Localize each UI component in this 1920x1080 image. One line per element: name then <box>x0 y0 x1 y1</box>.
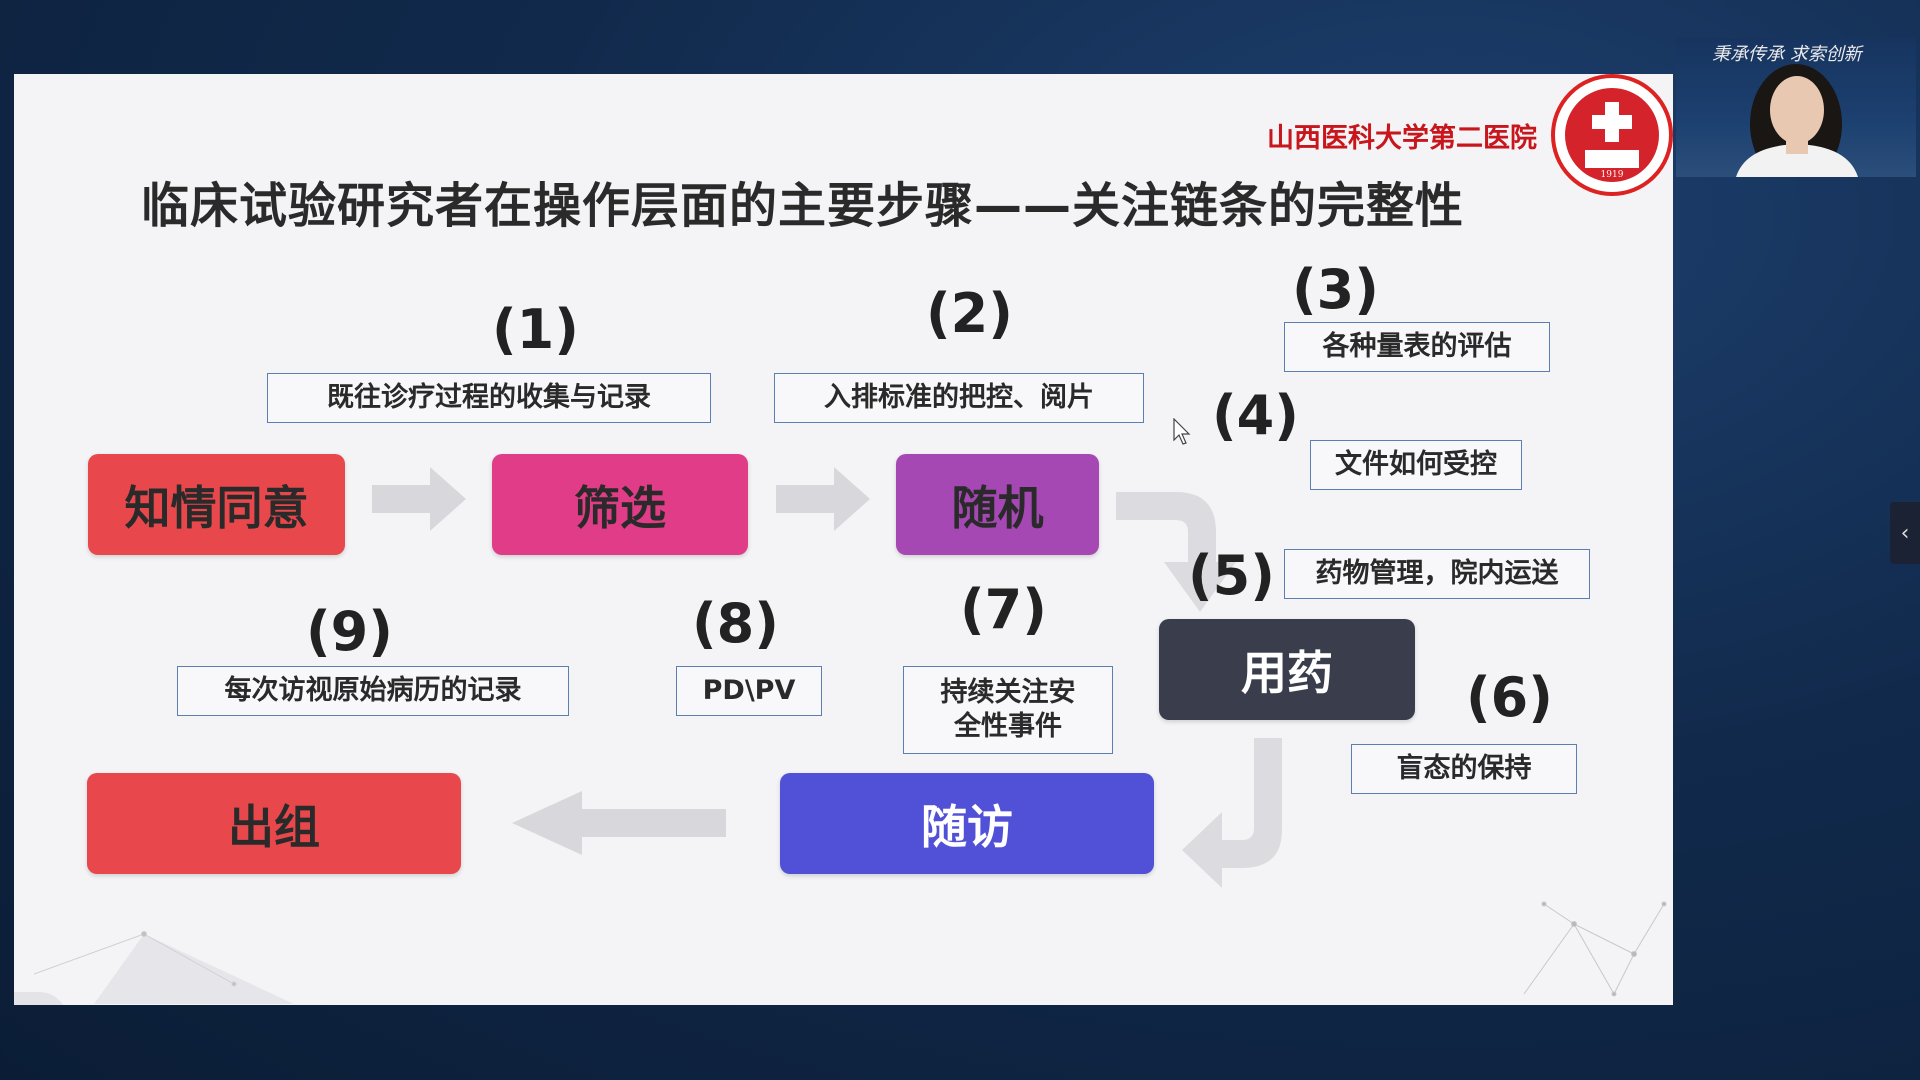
decorative-network-graphic <box>1523 901 1667 997</box>
step-label-line: 持续关注安 <box>940 677 1076 709</box>
step-label: PD\PV <box>676 666 822 716</box>
step-medication: 用药 <box>1159 619 1415 720</box>
step-number: (1) <box>492 298 579 361</box>
arrow-right-icon <box>372 467 466 531</box>
mouse-cursor-icon <box>1173 418 1191 445</box>
step-number: (3) <box>1292 258 1379 321</box>
box-label: 筛选 <box>574 480 666 535</box>
logo-year: 1919 <box>1600 170 1624 180</box>
arrow-right-icon <box>776 467 870 531</box>
step-exit: 出组 <box>87 773 461 874</box>
step-number: (6) <box>1466 666 1553 729</box>
step-label: 各种量表的评估 <box>1284 322 1550 372</box>
step-label: 每次访视原始病历的记录 <box>177 666 569 716</box>
presenter-avatar <box>1736 64 1858 177</box>
step-randomization: 随机 <box>896 454 1099 555</box>
step-number: (2) <box>926 282 1013 345</box>
step-label: 入排标准的把控、阅片 <box>774 373 1144 423</box>
step-label: 盲态的保持 <box>1351 744 1577 794</box>
step-informed-consent: 知情同意 <box>88 454 345 555</box>
box-label: 出组 <box>228 799 320 854</box>
step-number: (8) <box>692 592 779 655</box>
decorative-network-graphic <box>34 931 294 1004</box>
step-number: (4) <box>1212 384 1299 447</box>
step-label: 文件如何受控 <box>1310 440 1522 490</box>
camera-background-text: 秉承传承 求索创新 <box>1712 44 1862 65</box>
step-number: (5) <box>1188 544 1275 607</box>
chevron-left-icon: ‹ <box>1900 520 1910 546</box>
webcam-video[interactable]: 秉承传承 求索创新 <box>1676 38 1916 177</box>
step-label-line: 全性事件 <box>954 711 1062 742</box>
box-label: 知情同意 <box>124 480 309 535</box>
hospital-logo: 1919 <box>1551 74 1673 196</box>
step-label: 既往诊疗过程的收集与记录 <box>267 373 711 423</box>
step-follow-up: 随访 <box>780 773 1154 874</box>
box-label: 随访 <box>921 799 1013 854</box>
step-label: 持续关注安 全性事件 <box>903 666 1113 754</box>
side-panel-toggle[interactable]: ‹ <box>1890 502 1920 564</box>
box-label: 用药 <box>1241 645 1333 700</box>
arrow-left-icon <box>512 791 726 855</box>
step-label: 药物管理，院内运送 <box>1284 549 1590 599</box>
arrow-curve-left-icon <box>1182 738 1282 888</box>
box-label: 随机 <box>951 480 1044 535</box>
slide-title: 临床试验研究者在操作层面的主要步骤——关注链条的完整性 <box>141 178 1465 234</box>
hospital-name: 山西医科大学第二医院 <box>1267 123 1537 154</box>
step-number: (7) <box>960 578 1047 641</box>
step-number: (9) <box>306 600 393 663</box>
step-screening: 筛选 <box>492 454 748 555</box>
presentation-slide: 临床试验研究者在操作层面的主要步骤——关注链条的完整性 山西医科大学第二医院 1… <box>14 74 1673 1005</box>
arrow-curve-down-icon <box>1116 492 1236 612</box>
